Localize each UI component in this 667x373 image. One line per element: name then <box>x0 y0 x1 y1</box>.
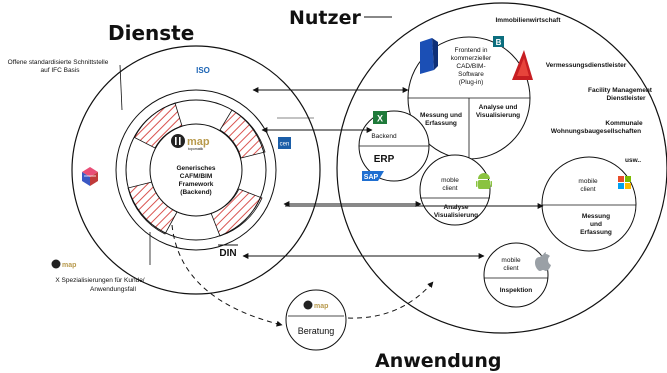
hatched-ring <box>127 102 266 237</box>
erp-backend: Backend <box>371 133 397 140</box>
mobile-windows-line-1: mobile <box>578 178 598 185</box>
apple-icon <box>535 252 551 271</box>
mobile-windows-title-2: und <box>590 221 602 228</box>
dienste-title: Dienste <box>108 21 194 45</box>
mobile-windows-line-2: client <box>580 186 595 193</box>
core-line-3: Framework <box>179 181 214 188</box>
svg-text:SAP: SAP <box>364 174 379 181</box>
user-usw: usw.. <box>625 157 641 164</box>
ring-outer-edge <box>125 99 267 241</box>
svg-text:map: map <box>62 262 76 269</box>
core-line-2: CAFM/BIM <box>180 173 213 180</box>
beratung-arrow-out <box>347 281 434 319</box>
users-outer-circle <box>336 2 667 334</box>
din-logo: DIN <box>218 244 238 259</box>
mobile-windows-title-1: Messung <box>582 213 610 220</box>
frontend-analyse-1: Analyse und <box>479 104 518 111</box>
mobile-apple-line-1: mobile <box>501 257 521 264</box>
mobile-apple-line-2: client <box>503 265 518 272</box>
frontend-line-5: (Plug-in) <box>459 79 484 86</box>
svg-text:DIN: DIN <box>219 248 236 259</box>
user-vermessung: Vermessungsdienstleister <box>546 62 627 69</box>
schnittstelle-label-2: auf IFC Basis <box>40 67 80 74</box>
erp-label: ERP <box>374 154 395 165</box>
svg-text:map: map <box>187 136 210 148</box>
windows-icon <box>618 176 631 189</box>
core-circle <box>149 123 243 217</box>
map-logo-small-left: map <box>51 259 76 269</box>
excel-icon: X <box>373 111 387 124</box>
autodesk-small-icon: B <box>493 36 504 47</box>
mobile-apple-title: Inspektion <box>500 287 533 294</box>
revit-icon <box>420 38 438 74</box>
frontend-line-2: kommerzieller <box>451 55 492 62</box>
svg-text:X: X <box>377 114 383 124</box>
android-icon <box>476 173 492 189</box>
user-facility-1: Facility Management <box>588 87 653 94</box>
anwendung-title: Anwendung <box>375 350 501 372</box>
beratung-circle <box>285 289 347 351</box>
iso-logo: ISO <box>196 66 210 75</box>
spezial-label-1: X Spezialisierungen für Kunde/ <box>55 277 144 284</box>
beratung-label: Beratung <box>298 326 335 336</box>
schnittstelle-label-1: Offene standardisierte Schnittstelle <box>8 59 109 66</box>
svg-text:topomatik: topomatik <box>188 147 203 151</box>
frontend-analyse-2: Visualisierung <box>476 112 520 119</box>
nutzer-title: Nutzer <box>289 7 361 29</box>
autocad-icon <box>512 50 533 80</box>
spezial-label-2: Anwendungsfall <box>90 286 136 293</box>
services-middle-circle <box>115 89 277 251</box>
ifc-cube-icon <box>82 167 98 186</box>
svg-text:map: map <box>314 303 328 310</box>
frontend-line-4: Software <box>458 71 484 78</box>
user-facility-2: Dienstleister <box>606 95 645 102</box>
frontend-messung-2: Erfassung <box>425 120 457 127</box>
svg-text:ISO: ISO <box>196 66 210 75</box>
sap-logo: SAP <box>362 171 384 181</box>
core-line-4: (Backend) <box>180 189 211 196</box>
services-outer-circle <box>71 45 321 295</box>
frontend-messung-1: Messung und <box>420 112 462 119</box>
ring-divider-top <box>119 64 123 111</box>
user-kommunale-1: Kommunale <box>605 120 643 127</box>
mobile-windows-title-3: Erfassung <box>580 229 612 236</box>
frontend-line-3: CAD/BIM- <box>456 63 485 70</box>
user-kommunale-2: Wohnungsbaugesellschaften <box>551 128 641 135</box>
svg-text:cen: cen <box>280 142 290 148</box>
mobile-analyse-title-2: Visualisierung <box>434 212 478 219</box>
mobile-windows-circle <box>541 156 637 252</box>
user-immobilien: Immobilienwirtschaft <box>495 17 561 24</box>
beratung-arrow-in <box>171 224 283 327</box>
map-logo-core: map topomatik <box>171 134 210 151</box>
frontend-line-1: Frontend in <box>455 47 488 54</box>
mobile-analyse-circle <box>419 154 491 226</box>
map-logo-beratung: map <box>303 300 328 310</box>
mobile-analyse-line-2: client <box>442 185 457 192</box>
svg-text:B: B <box>496 38 502 47</box>
mobile-apple-circle <box>483 242 549 308</box>
mobile-analyse-title-1: Analyse <box>444 204 469 211</box>
cen-logo: cen <box>278 137 291 149</box>
core-line-1: Generisches <box>176 165 215 172</box>
mobile-analyse-line-1: moble <box>441 177 459 184</box>
